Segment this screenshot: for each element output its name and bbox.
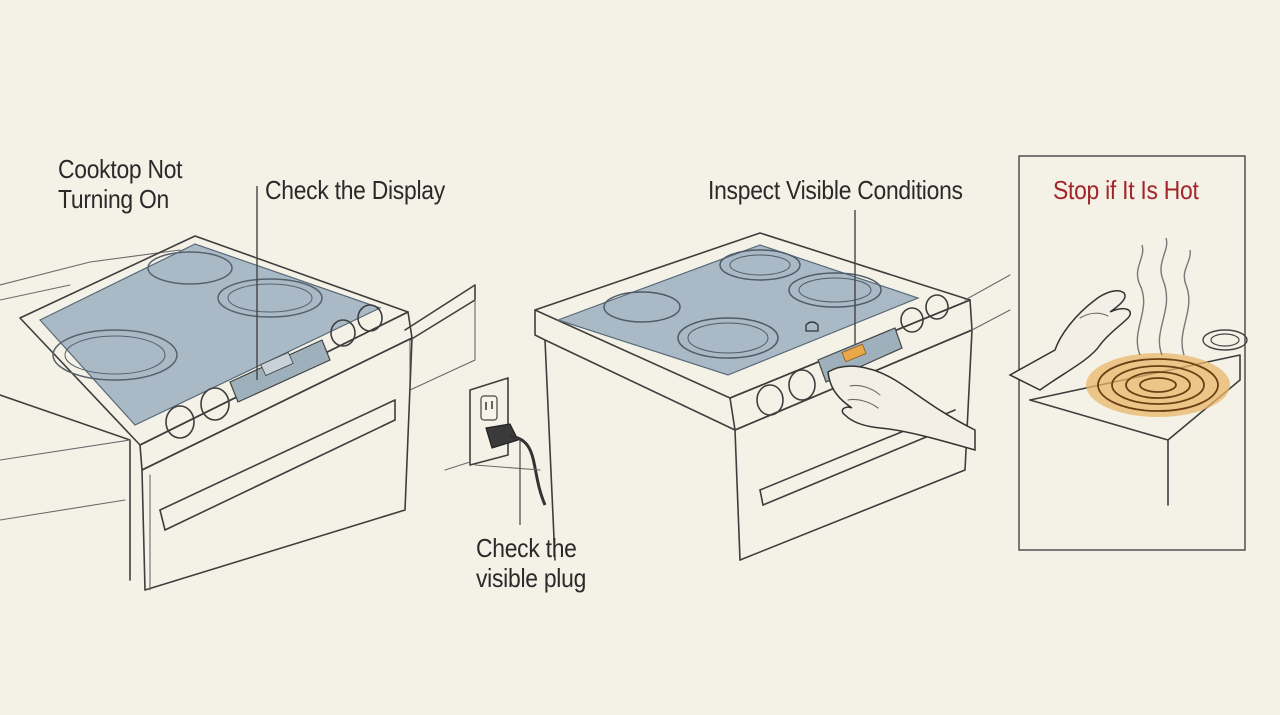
check-display-label: Check the Display [265,175,445,205]
stove-left [19,186,413,591]
stove-middle [534,210,1011,561]
check-plug-label: Check the visible plug [476,533,586,593]
inspect-conditions-label: Inspect Visible Conditions [708,175,963,205]
hot-burner-panel [1008,155,1248,551]
title-line-2: Turning On [58,184,169,214]
stop-if-hot-label: Stop if It Is Hot [1053,175,1199,205]
left-counter [0,249,476,581]
check-plug-line-2: visible plug [476,563,587,593]
check-plug-line-1: Check the [476,533,577,563]
page-title: Cooktop Not Turning On [58,154,183,214]
outlet-plug-illustration [444,377,547,525]
title-line-1: Cooktop Not [58,154,183,184]
